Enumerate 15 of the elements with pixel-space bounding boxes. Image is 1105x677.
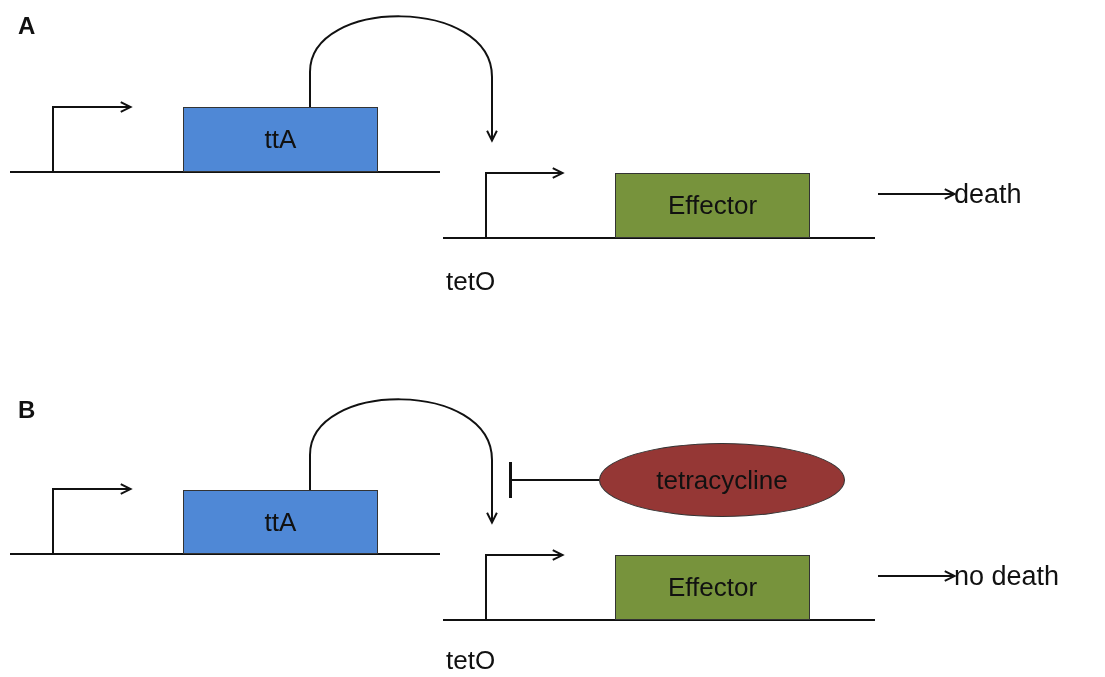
gene-box: ttA — [183, 490, 378, 554]
arrow — [309, 15, 498, 142]
outcome-label: no death — [954, 560, 1060, 592]
panel-letter: B — [18, 396, 36, 424]
drug-ellipse: tetracycline — [599, 443, 845, 517]
operator-label: tetO — [446, 266, 496, 297]
gene-box: Effector — [615, 555, 810, 620]
arrow — [309, 398, 498, 524]
gene-box: ttA — [183, 107, 378, 172]
arrow — [877, 570, 956, 582]
outcome-label: death — [954, 178, 1022, 210]
arrow — [877, 188, 956, 200]
operator-label: tetO — [446, 645, 496, 676]
panel-letter: A — [18, 12, 36, 40]
gene-box: Effector — [615, 173, 810, 238]
